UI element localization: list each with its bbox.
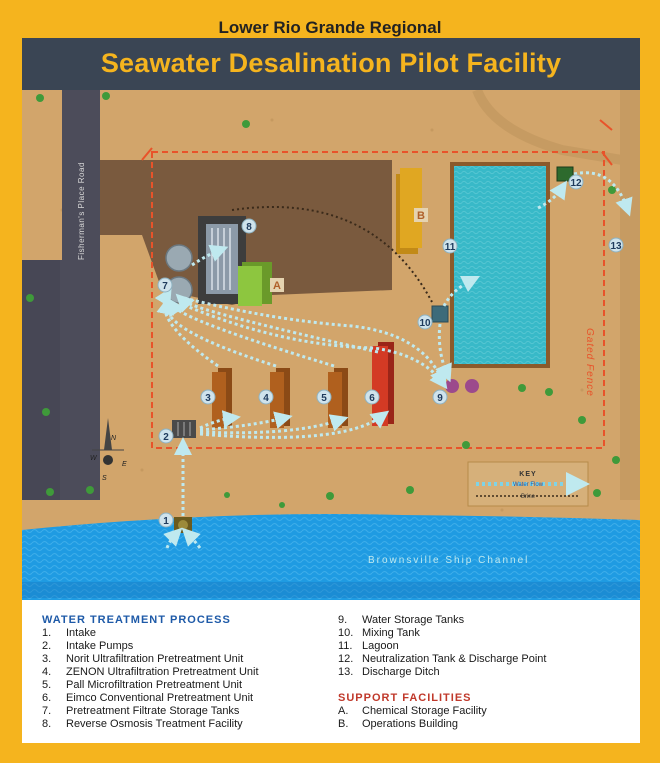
w-text-12: Neutralization Tank & Discharge Point [362, 653, 547, 665]
w-num-12: 12. [338, 653, 354, 665]
marker-10[interactable]: 10 [419, 318, 431, 329]
label-a-box [270, 278, 284, 292]
w-text-9: Water Storage Tanks [362, 614, 465, 626]
gated-fence [151, 151, 605, 449]
marker-2[interactable]: 2 [163, 432, 169, 443]
water-storage-tank-a [445, 379, 459, 393]
marker-12[interactable]: 12 [570, 178, 582, 189]
key-brine: Brine [521, 494, 536, 500]
site-map: 1 2 3 4 5 6 7 8 9 10 11 12 13 A B Fisher… [22, 90, 640, 600]
w-num-2: 2. [42, 640, 52, 652]
compass-e: E [122, 461, 127, 468]
w-num-5: 5. [42, 679, 52, 691]
w-num-1: 1. [42, 627, 52, 639]
w-num-6: 6. [42, 692, 52, 704]
marker-circles [157, 174, 624, 528]
fence-label: Gated Fence [584, 328, 595, 397]
w-text-6: Eimco Conventional Pretreatment Unit [66, 692, 254, 704]
marker-5[interactable]: 5 [321, 393, 327, 404]
w-text-10: Mixing Tank [362, 627, 420, 639]
w-text-5: Pall Microfiltration Pretreatment Unit [66, 679, 243, 691]
legend-panel: WATER TREATMENT PROCESS 1. Intake 2. Int… [22, 600, 640, 743]
page-title: Seawater Desalination Pilot Facility [100, 48, 562, 78]
brine-line [231, 206, 433, 303]
w-num-3: 3. [42, 653, 52, 665]
marker-9[interactable]: 9 [437, 393, 443, 404]
w-text-8: Reverse Osmosis Treatment Facility [66, 718, 243, 730]
w-text-13: Discharge Ditch [362, 666, 440, 678]
water-title: WATER TREATMENT PROCESS [42, 614, 231, 626]
marker-labels: 1 2 3 4 5 6 7 8 9 10 11 12 13 [162, 178, 622, 527]
w-num-8: 8. [42, 718, 52, 730]
marker-8[interactable]: 8 [246, 222, 252, 233]
label-a[interactable]: A [273, 280, 281, 292]
w-num-7: 7. [42, 705, 52, 717]
compass: N W E S [90, 418, 127, 482]
s-text-b: Operations Building [362, 718, 459, 730]
s-num-b: B. [338, 718, 349, 730]
key-title: KEY [519, 471, 536, 478]
key-water-flow: Water Flow [513, 482, 544, 488]
w-text-1: Intake [66, 627, 96, 639]
w-text-11: Lagoon [362, 640, 399, 652]
channel-label: Brownsville Ship Channel [368, 555, 529, 566]
marker-1[interactable]: 1 [163, 516, 169, 527]
title-banner: Seawater Desalination Pilot Facility [22, 38, 640, 90]
w-num-4: 4. [42, 666, 52, 678]
w-text-4: ZENON Ultrafiltration Pretreatment Unit [66, 666, 259, 678]
right-road [620, 90, 640, 500]
marker-6[interactable]: 6 [369, 393, 375, 404]
w-num-10: 10. [338, 627, 354, 639]
water-storage-tank-b [465, 379, 479, 393]
compass-n: N [111, 435, 117, 442]
w-text-3: Norit Ultrafiltration Pretreatment Unit [66, 653, 244, 665]
w-num-9: 9. [338, 614, 348, 626]
w-num-11: 11. [338, 640, 353, 652]
s-num-a: A. [338, 705, 349, 717]
operations-building [396, 168, 422, 254]
marker-4[interactable]: 4 [263, 393, 269, 404]
w-text-2: Intake Pumps [66, 640, 134, 652]
label-b[interactable]: B [417, 210, 425, 222]
compass-s: S [102, 475, 107, 482]
water-flows [154, 171, 633, 549]
subtitle: Lower Rio Grande Regional [218, 18, 442, 37]
marker-7[interactable]: 7 [162, 281, 168, 292]
bushes [26, 92, 620, 508]
compass-w: W [90, 455, 98, 462]
road-label: Fisherman's Place Road [77, 162, 86, 260]
access-road-curve [472, 90, 623, 165]
marker-3[interactable]: 3 [205, 393, 211, 404]
w-text-7: Pretreatment Filtrate Storage Tanks [66, 705, 240, 717]
chemical-storage [238, 262, 272, 306]
marker-11[interactable]: 11 [445, 242, 456, 253]
w-num-13: 13. [338, 666, 354, 678]
fence-gates [141, 119, 613, 166]
map-key: KEY Water Flow Brine [467, 461, 590, 507]
marker-13[interactable]: 13 [610, 241, 622, 252]
label-b-box [414, 208, 428, 222]
support-title: SUPPORT FACILITIES [338, 692, 472, 704]
mixing-tank [431, 305, 449, 323]
s-text-a: Chemical Storage Facility [362, 705, 487, 717]
